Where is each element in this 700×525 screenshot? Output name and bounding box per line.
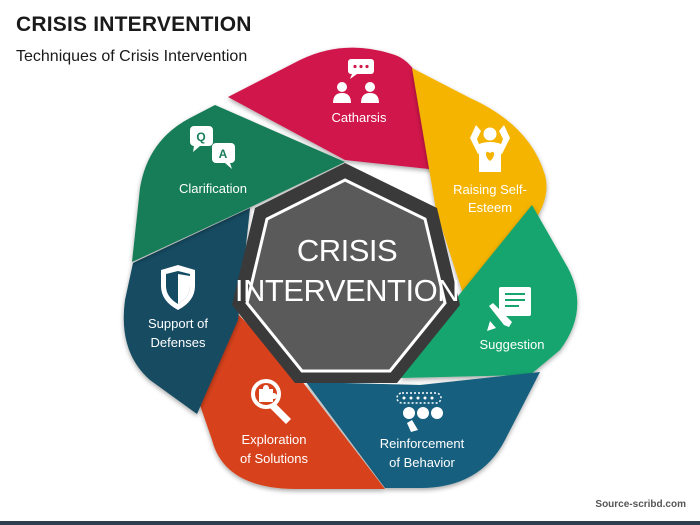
label-exploration-2: of Solutions — [240, 451, 308, 466]
confident-person-icon — [470, 125, 510, 172]
segment-labels: Catharsis Raising Self- Esteem Suggestio… — [148, 110, 545, 470]
source-credit: Source-scribd.com — [595, 499, 686, 510]
shield-icon — [161, 265, 195, 310]
label-suggestion: Suggestion — [479, 337, 544, 352]
segment-icons: Q A — [161, 59, 531, 432]
center-inner — [245, 178, 447, 373]
segment-catharsis — [228, 47, 438, 170]
label-reinforcement-1: Reinforcement — [380, 436, 465, 451]
label-clarification: Clarification — [179, 181, 247, 196]
document-edit-icon — [487, 287, 531, 331]
label-support-1: Support of — [148, 316, 208, 331]
bottom-bar — [0, 521, 700, 525]
label-reinforcement-2: of Behavior — [389, 455, 455, 470]
page-subtitle: Techniques of Crisis Intervention — [16, 48, 248, 65]
svg-text:A: A — [219, 147, 228, 161]
label-raising-self-esteem-1: Raising Self- — [453, 182, 527, 197]
page-title: CRISIS INTERVENTION — [16, 13, 252, 36]
center-title-line1: CRISIS — [297, 233, 397, 268]
svg-text:Q: Q — [196, 130, 205, 144]
diagram-segments — [123, 47, 578, 490]
rating-feedback-icon — [396, 392, 443, 432]
label-exploration-1: Exploration — [241, 432, 306, 447]
segment-support — [123, 208, 250, 414]
question-answer-icon: Q A — [190, 126, 235, 169]
label-raising-self-esteem-2: Esteem — [468, 200, 512, 215]
label-support-2: Defenses — [151, 335, 206, 350]
segment-reinforcement — [306, 372, 540, 488]
segment-clarification — [132, 105, 345, 262]
label-catharsis: Catharsis — [332, 110, 387, 125]
magnifier-puzzle-icon — [251, 379, 291, 424]
group-chat-icon — [333, 59, 379, 103]
center-hub: CRISIS INTERVENTION — [232, 163, 460, 383]
segment-exploration — [200, 312, 385, 490]
center-title-line2: INTERVENTION — [235, 273, 459, 308]
segment-suggestion — [400, 205, 578, 378]
